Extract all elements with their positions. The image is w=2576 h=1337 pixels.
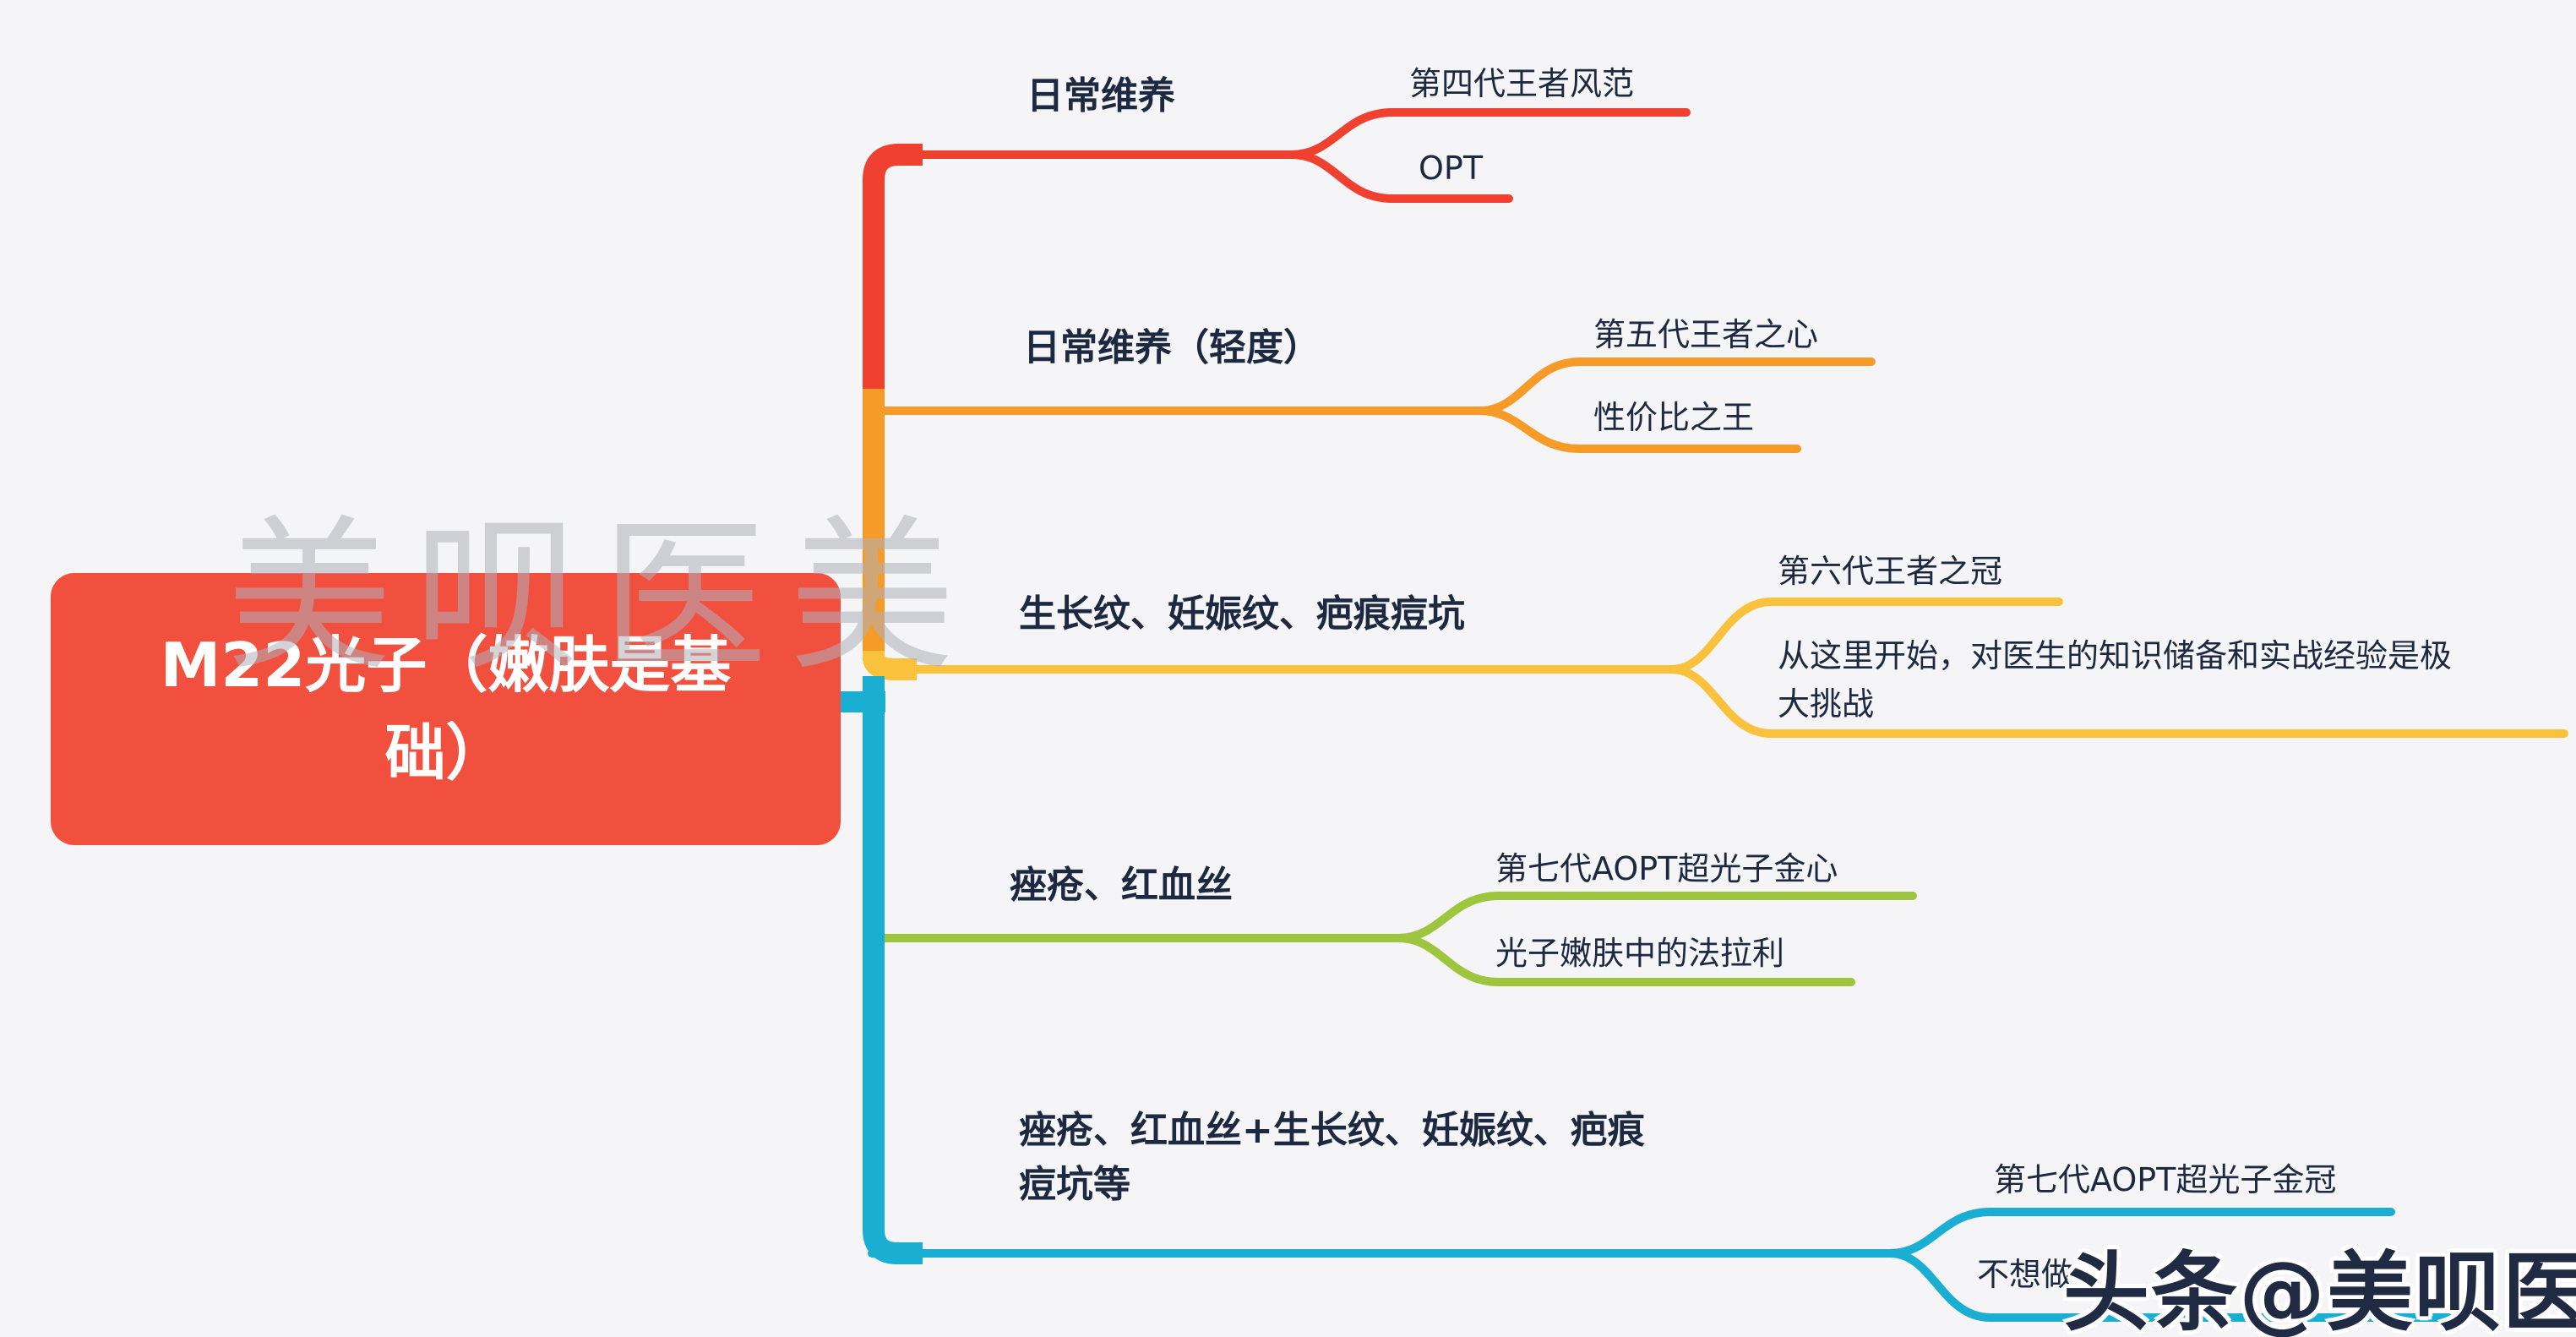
branch2-child2-node[interactable]: 性价比之王	[1593, 399, 1755, 436]
branch1-fork-lower-line	[1288, 150, 1513, 203]
branch1-fork-upper-line	[1288, 108, 1691, 159]
branch2-fork-lower-line	[1475, 407, 1801, 453]
branch1-child1-node[interactable]: 第四代王者风范	[1409, 65, 1635, 102]
branch2-node-daily-care-light[interactable]: 日常维养（轻度）	[1023, 326, 1321, 369]
branch5-child2-node[interactable]: 不想做	[1977, 1256, 2074, 1293]
root-connector-stub	[835, 691, 885, 712]
branch3-child2-node[interactable]: 从这里开始，对医生的知识储备和实战经验是极 大挑战	[1778, 637, 2453, 723]
bottom-right-watermark: 头条@美呗医美	[2063, 1243, 2576, 1337]
branch4-child2-node[interactable]: 光子嫩肤中的法拉利	[1495, 935, 1785, 972]
branch1-child2-node[interactable]: OPT	[1419, 150, 1484, 187]
branch3-fork-lower-line	[1667, 665, 2568, 738]
branch2-child1-node[interactable]: 第五代王者之心	[1593, 316, 1819, 353]
branch4-fork-lower-line	[1394, 934, 1855, 986]
branch3-child1-node[interactable]: 第六代王者之冠	[1778, 553, 2003, 590]
center-watermark: 美呗医美	[226, 501, 978, 694]
trunk-segment-cyan	[863, 676, 923, 1264]
trunk-segment-yellow	[863, 651, 917, 680]
branch5-child1-node[interactable]: 第七代AOPT超光子金冠	[1994, 1161, 2337, 1198]
branch5-fork-lower-line	[1886, 1249, 2468, 1322]
root-node[interactable]: M22光子（嫩肤是基 础）	[51, 573, 841, 845]
trunk-segment-red	[863, 144, 923, 397]
branch3-node-stretch-marks[interactable]: 生长纹、妊娠纹、疤痕痘坑	[1019, 592, 1465, 636]
branch1-node-daily-care[interactable]: 日常维养	[1027, 74, 1175, 117]
branch5-node-combined[interactable]: 痤疮、红血丝+生长纹、妊娠纹、疤痕 痘坑等	[1019, 1109, 1645, 1206]
branch4-node-acne-redness[interactable]: 痤疮、红血丝	[1010, 864, 1233, 907]
branch3-fork-upper-line	[1667, 598, 2063, 674]
branch4-child1-node[interactable]: 第七代AOPT超光子金心	[1495, 850, 1838, 887]
branch5-fork-upper-line	[1886, 1208, 2395, 1258]
